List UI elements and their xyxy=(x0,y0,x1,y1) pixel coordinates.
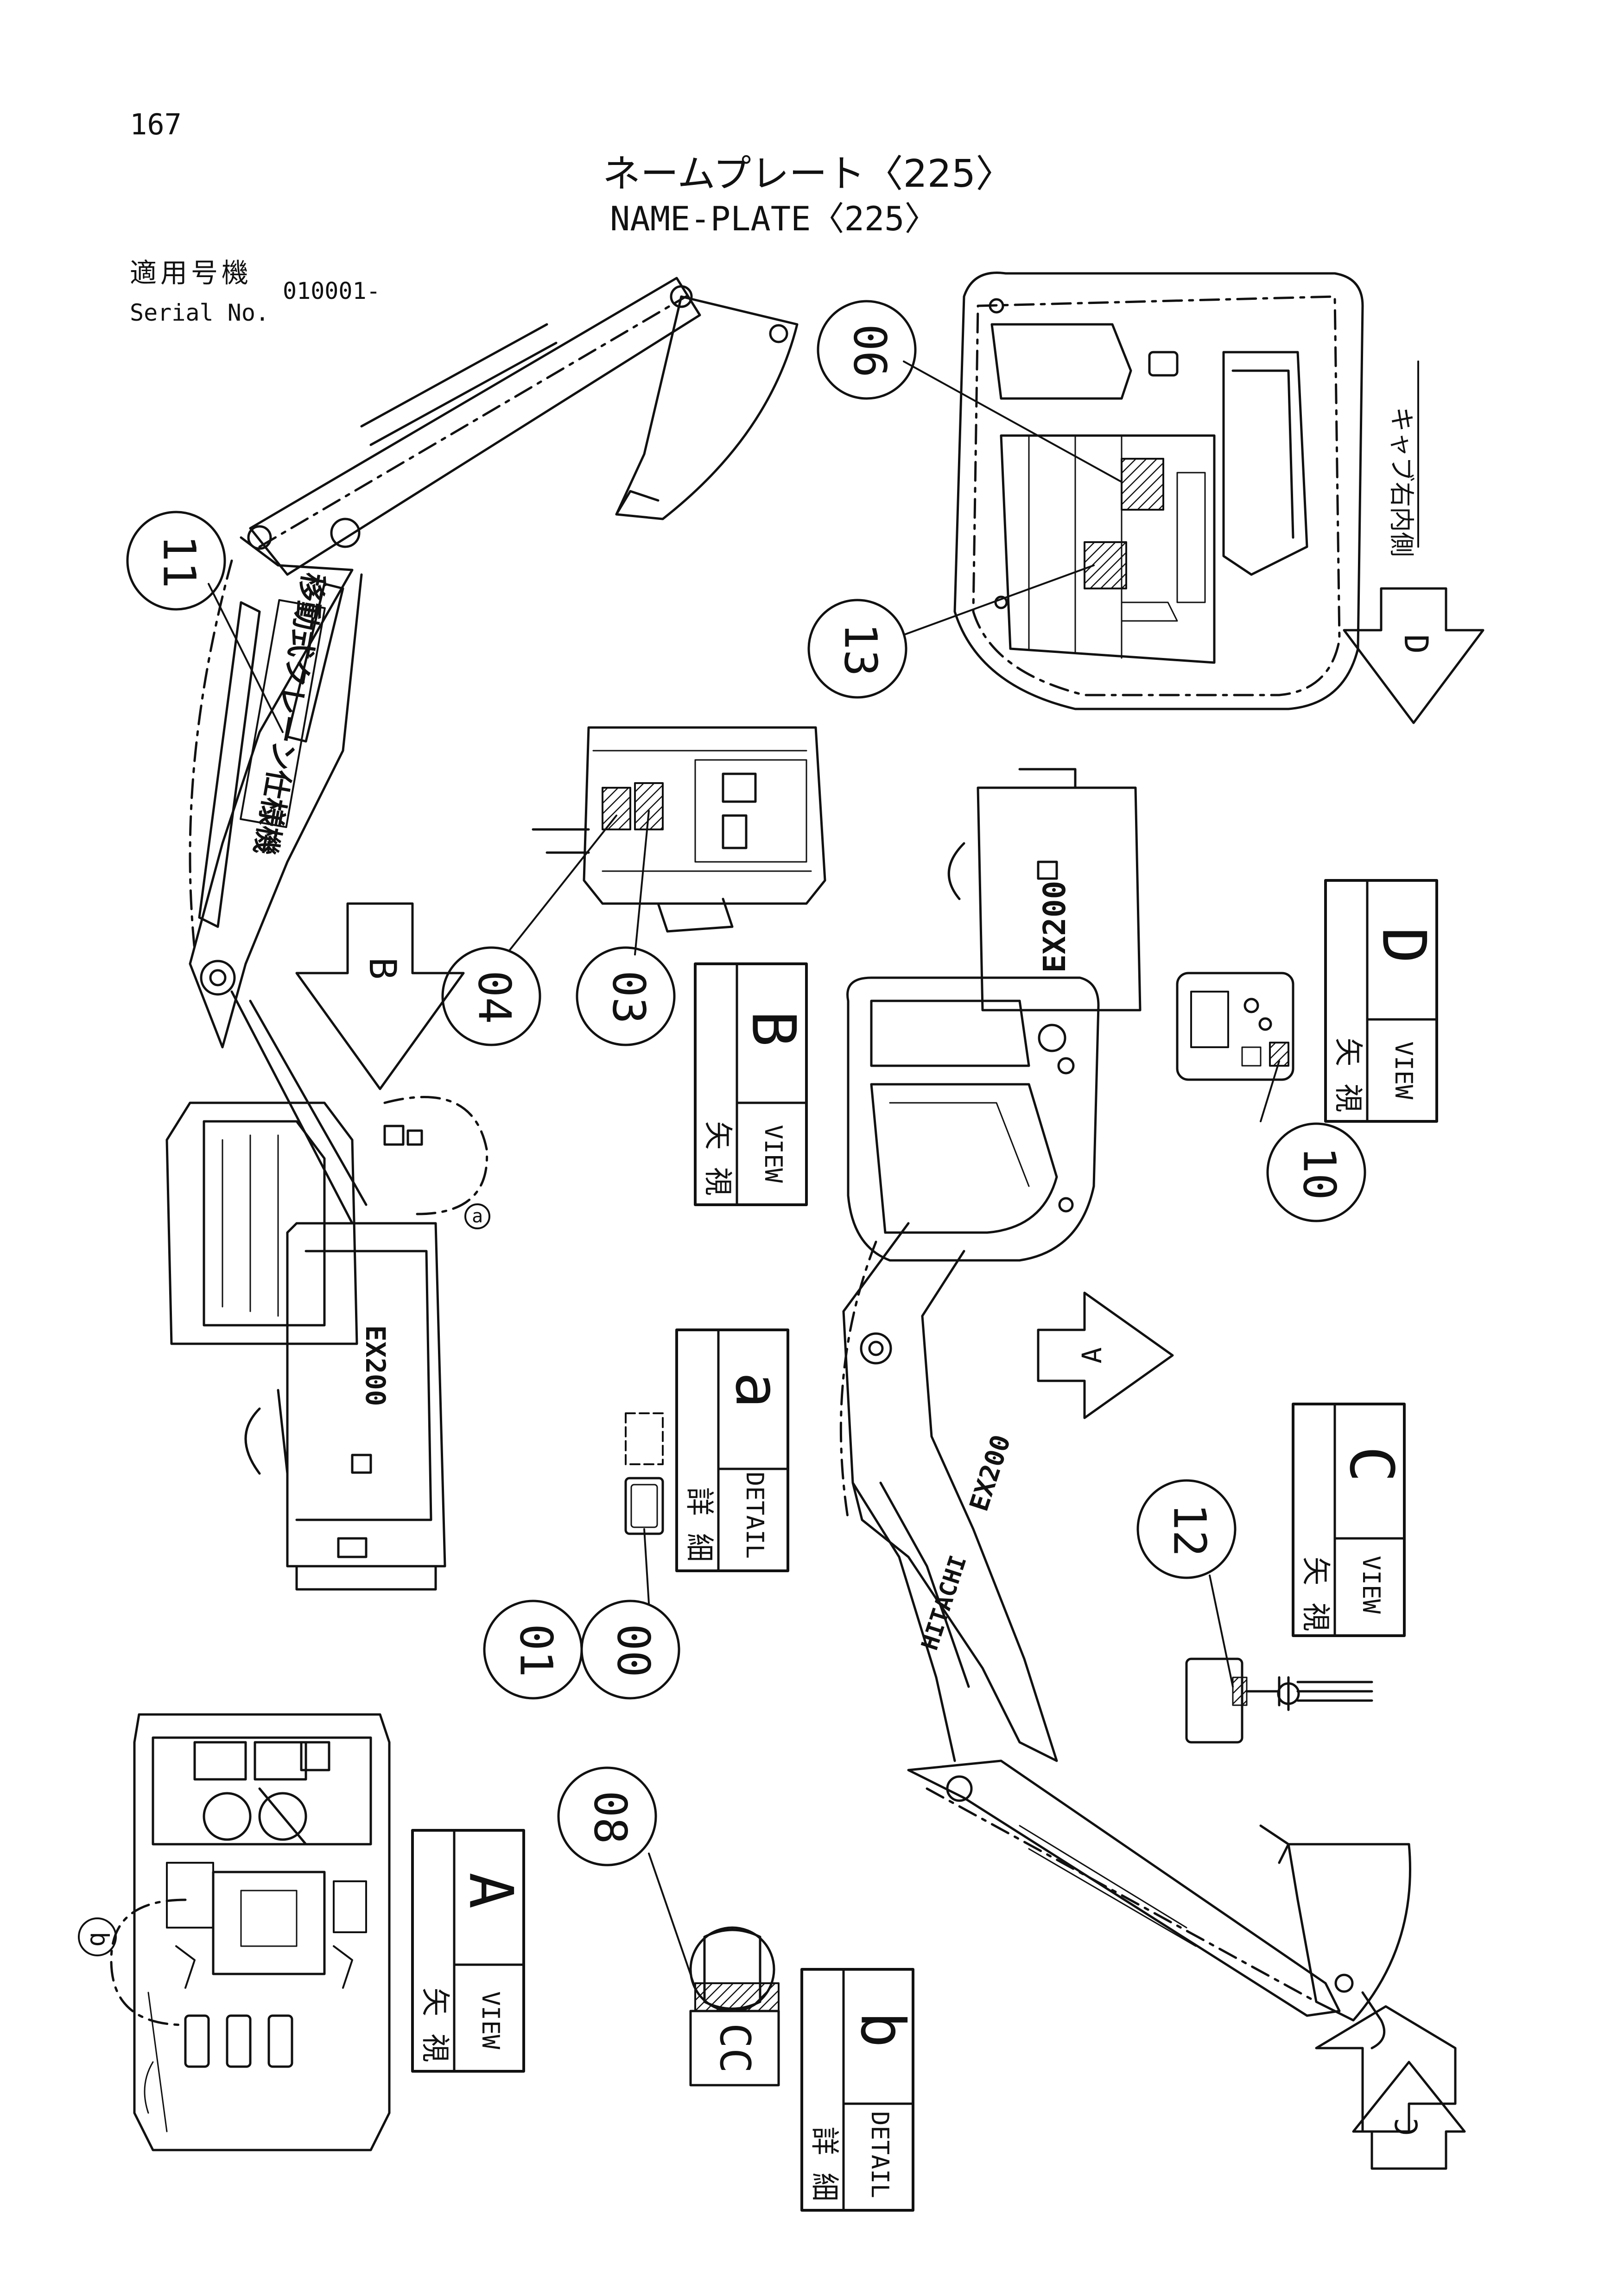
callout-08-label: 08 xyxy=(584,1790,636,1844)
detail-lock-12 xyxy=(1185,1657,1373,1744)
view-arrow-c: C xyxy=(1315,2005,1466,2170)
page-title-jp: ネームプレート〈225〉 xyxy=(603,152,1014,196)
view-b-letter: B xyxy=(738,1011,809,1047)
view-a-jp: 矢 視 xyxy=(419,1987,452,2062)
callout-04: 04 xyxy=(441,946,541,1046)
serial-label-en: Serial No. xyxy=(130,299,270,326)
serial-label-jp: 適用号機 xyxy=(130,257,253,289)
callout-03: 03 xyxy=(576,946,676,1046)
callout-08: 08 xyxy=(557,1766,657,1866)
callout-06-label: 06 xyxy=(844,324,896,378)
excavator-top-view: b xyxy=(78,1713,391,2151)
detail-b-letter: b xyxy=(847,2011,918,2048)
detail-a-en: DETAIL xyxy=(741,1472,768,1559)
view-label-b-detail: 詳 細 DETAIL b xyxy=(800,1968,918,2212)
callout-12-label: 12 xyxy=(1164,1503,1216,1557)
page-title-en: NAME-PLATE〈225〉 xyxy=(610,199,938,238)
view-label-a-detail: 詳 細 DETAIL a xyxy=(675,1328,793,1572)
detail-a-jp: 詳 細 xyxy=(683,1487,717,1562)
view-arrow-d: D xyxy=(1343,587,1484,724)
model-label-right-boom: EX200 xyxy=(964,1431,1017,1515)
callout-13-label: 13 xyxy=(835,623,887,677)
view-b-en: VIEW xyxy=(759,1125,787,1183)
arrow-b-letter: B xyxy=(361,957,404,980)
view-a-en: VIEW xyxy=(476,1991,504,2049)
callout-00: 00 xyxy=(580,1600,680,1700)
callout-12: 12 xyxy=(1136,1479,1237,1579)
leader-lines xyxy=(208,361,1280,1989)
view-label-c: 矢 視 VIEW C xyxy=(1292,1403,1407,1637)
callout-circles: 11 06 13 04 03 10 xyxy=(126,300,1366,1866)
detail-b-en: DETAIL xyxy=(866,2111,894,2198)
view-c-letter: C xyxy=(1336,1446,1407,1482)
detail-plate-08: CC xyxy=(689,1926,780,2087)
detail-marker-b: b xyxy=(84,1932,114,1947)
view-label-b: 矢 視 VIEW B xyxy=(694,962,809,1206)
callout-01-label: 01 xyxy=(510,1624,562,1677)
detail-a-letter: a xyxy=(722,1372,793,1408)
excavator-side-view-right: EX200 HITACHI EX200 xyxy=(839,768,1411,2049)
view-b-jp: 矢 視 xyxy=(701,1121,735,1195)
view-label-d: 矢 視 VIEW D xyxy=(1324,879,1439,1123)
callout-13: 13 xyxy=(807,599,907,699)
cab-side-label: キャブ右内側 xyxy=(1387,407,1416,557)
callout-10-label: 10 xyxy=(1294,1146,1345,1200)
view-c-jp: 矢 視 xyxy=(1299,1556,1333,1631)
callout-11: 11 xyxy=(126,511,226,611)
callout-06: 06 xyxy=(817,300,917,400)
arrow-d-letter: D xyxy=(1397,634,1435,654)
model-label-left: EX200 xyxy=(360,1325,391,1406)
view-d-letter: D xyxy=(1369,927,1439,963)
detail-b-jp: 詳 細 xyxy=(808,2126,842,2201)
callout-00-label: 00 xyxy=(608,1624,660,1677)
svg-text:CC: CC xyxy=(710,2023,759,2073)
view-c-en: VIEW xyxy=(1357,1556,1385,1614)
detail-panel-10 xyxy=(1176,972,1294,1081)
view-arrow-b: B xyxy=(295,902,465,1090)
detail-panel-04-03 xyxy=(532,726,826,933)
excavator-side-view-left: 移動式クレーン仕様機 EX200 a xyxy=(165,277,799,1591)
callout-11-label: 11 xyxy=(153,535,205,588)
arrow-c-letter: C xyxy=(1389,2118,1425,2136)
view-d-en: VIEW xyxy=(1389,1041,1417,1100)
model-label-right-top: EX200 xyxy=(1037,881,1072,973)
view-d-jp: 矢 視 xyxy=(1332,1037,1365,1112)
view-label-a: 矢 視 VIEW A xyxy=(411,1829,526,2073)
callout-01: 01 xyxy=(483,1600,583,1700)
detail-plates-01-00 xyxy=(624,1412,664,1535)
cab-right-inside-view: キャブ右内側 xyxy=(953,272,1419,710)
view-a-letter: A xyxy=(456,1872,526,1909)
callout-04-label: 04 xyxy=(469,970,520,1024)
arrow-a-letter: A xyxy=(1076,1347,1108,1364)
callout-10: 10 xyxy=(1266,1122,1366,1222)
detail-marker-a: a xyxy=(472,1206,483,1227)
page-number: 167 xyxy=(130,108,182,141)
view-arrow-a: A xyxy=(1037,1291,1174,1419)
serial-range: 010001- xyxy=(283,278,381,304)
callout-03-label: 03 xyxy=(603,970,655,1024)
